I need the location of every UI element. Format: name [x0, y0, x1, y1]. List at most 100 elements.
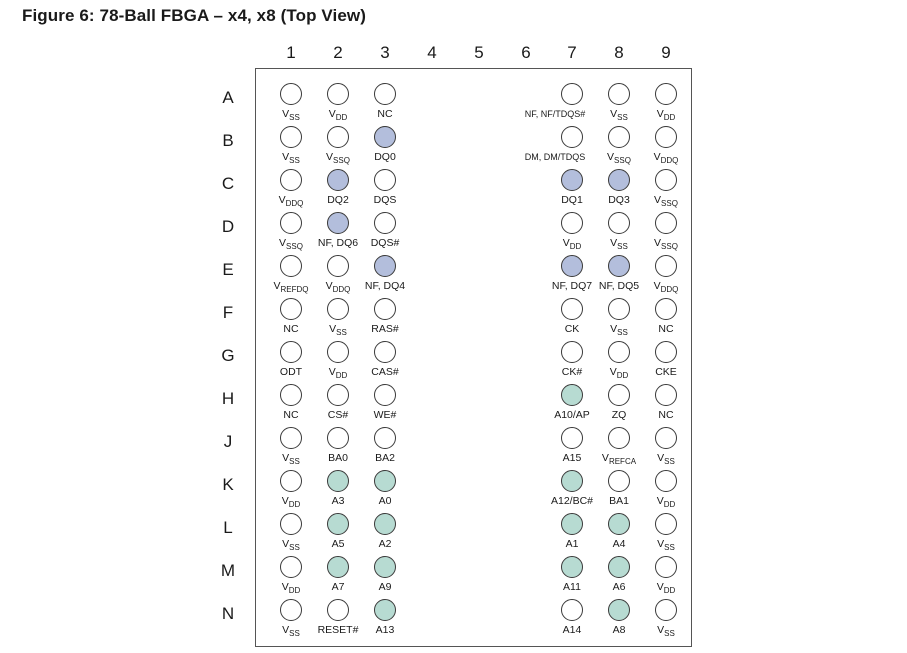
signal-label-B7: DM, DM/TDQS: [500, 151, 610, 163]
ball-H1: [280, 384, 302, 406]
ball-H7: [561, 384, 583, 406]
signal-subscript: DD: [663, 113, 676, 122]
ball-A8: [608, 83, 630, 105]
signal-name: CKE: [655, 366, 677, 378]
signal-name: DQ1: [561, 194, 583, 206]
signal-label-D7: VDD: [512, 237, 632, 251]
ball-C9: [655, 169, 677, 191]
signal-label-K3: A0: [325, 495, 445, 507]
signal-label-A8: VSS: [559, 108, 679, 122]
signal-name: V: [601, 452, 609, 464]
ball-J1: [280, 427, 302, 449]
row-letter: E: [222, 260, 234, 279]
ball-G8: [608, 341, 630, 363]
signal-label-N9: VSS: [606, 624, 726, 638]
column-number: 2: [333, 43, 343, 62]
signal-label-D8: VSS: [559, 237, 679, 251]
signal-name: NC: [377, 108, 393, 120]
signal-name: A1: [565, 538, 579, 550]
signal-label-J1: VSS: [231, 452, 351, 466]
ball-J2: [327, 427, 349, 449]
signal-subscript: SS: [289, 629, 300, 638]
row-letter: D: [221, 217, 235, 236]
signal-label-G2: VDD: [278, 366, 398, 380]
ball-M3: [374, 556, 396, 578]
signal-name: V: [326, 151, 334, 163]
ball-L2: [327, 513, 349, 535]
ball-M2: [327, 556, 349, 578]
signal-name: A3: [331, 495, 345, 507]
signal-label-M2: A7: [278, 581, 398, 593]
ball-C3: [374, 169, 396, 191]
signal-name: V: [653, 280, 661, 292]
package-outline: [255, 68, 692, 647]
row-letter: B: [222, 131, 234, 150]
signal-name: A13: [375, 624, 395, 636]
signal-name: NF, NF/TDQS#: [524, 109, 586, 119]
ball-B7: [561, 126, 583, 148]
row-letter: G: [221, 346, 235, 365]
signal-name: V: [282, 108, 290, 120]
ball-D2: [327, 212, 349, 234]
signal-label-L7: A1: [512, 538, 632, 550]
ball-E8: [608, 255, 630, 277]
signal-subscript: DDQ: [285, 199, 304, 208]
signal-label-J2: BA0: [278, 452, 398, 464]
signal-label-J8: VREFCA: [559, 452, 679, 466]
ball-H9: [655, 384, 677, 406]
signal-label-F2: VSS: [278, 323, 398, 337]
ball-N1: [280, 599, 302, 621]
signal-label-C7: DQ1: [512, 194, 632, 206]
ball-C8: [608, 169, 630, 191]
ball-K8: [608, 470, 630, 492]
ball-A9: [655, 83, 677, 105]
signal-name: NC: [658, 409, 674, 421]
signal-subscript: SS: [617, 113, 628, 122]
signal-name: A14: [562, 624, 582, 636]
signal-label-G8: VDD: [559, 366, 679, 380]
signal-name: A11: [563, 581, 581, 593]
ball-J9: [655, 427, 677, 449]
signal-label-N7: A14: [512, 624, 632, 636]
ball-E7: [561, 255, 583, 277]
row-letter: F: [222, 303, 234, 322]
signal-name: DQ0: [374, 151, 396, 163]
signal-label-D9: VSSQ: [606, 237, 726, 251]
signal-label-M8: A6: [559, 581, 679, 593]
signal-subscript: SSQ: [661, 242, 678, 251]
signal-label-K1: VDD: [231, 495, 351, 509]
signal-label-H1: NC: [231, 409, 351, 421]
signal-label-M1: VDD: [231, 581, 351, 595]
signal-name: V: [610, 108, 618, 120]
column-number: 7: [567, 43, 577, 62]
signal-label-C8: DQ3: [559, 194, 679, 206]
ball-D8: [608, 212, 630, 234]
signal-label-G3: CAS#: [325, 366, 445, 378]
ball-D3: [374, 212, 396, 234]
signal-label-A3: NC: [325, 108, 445, 120]
signal-name: V: [653, 151, 661, 163]
row-letter: L: [223, 518, 233, 537]
signal-subscript: REFDQ: [280, 285, 309, 294]
ball-F3: [374, 298, 396, 320]
ball-A7: [561, 83, 583, 105]
ball-D1: [280, 212, 302, 234]
signal-label-G1: ODT: [231, 366, 351, 378]
signal-subscript: SS: [664, 629, 675, 638]
ball-D9: [655, 212, 677, 234]
ball-B3: [374, 126, 396, 148]
signal-subscript: DD: [335, 113, 348, 122]
signal-label-A2: VDD: [278, 108, 398, 122]
signal-name: A6: [612, 581, 626, 593]
signal-name: V: [329, 323, 337, 335]
signal-name: A7: [331, 581, 345, 593]
signal-name: NC: [283, 409, 299, 421]
ball-H8: [608, 384, 630, 406]
signal-name: CK: [564, 323, 580, 335]
signal-name: V: [657, 452, 665, 464]
signal-name: BA1: [609, 495, 629, 507]
signal-name: V: [328, 108, 336, 120]
signal-name: V: [656, 581, 664, 593]
ball-M1: [280, 556, 302, 578]
signal-label-G9: CKE: [606, 366, 726, 378]
